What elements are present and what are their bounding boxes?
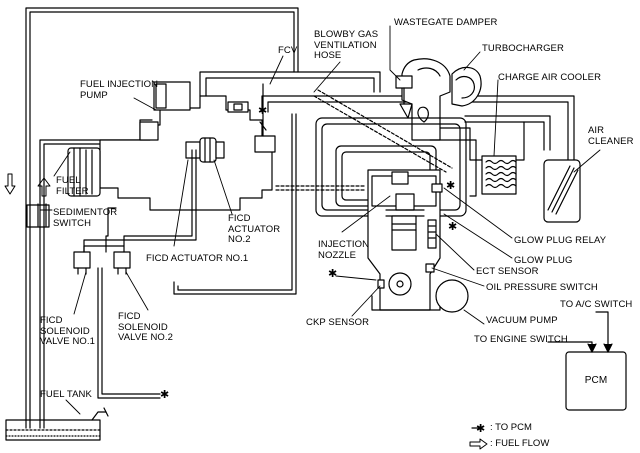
label-turbocharger: TURBOCHARGER — [482, 43, 564, 54]
fuel-tank — [5, 407, 109, 441]
air-cleaner — [543, 159, 581, 223]
label-sedimentor-switch: SEDIMENTOR SWITCH — [53, 207, 118, 229]
label-ect-sensor: ECT SENSOR — [476, 266, 539, 277]
label-ficd-solenoid-1: FICD SOLENOID VALVE NO.1 — [40, 315, 96, 347]
asterisk-glow-plug-relay-icon: ✱ — [446, 180, 456, 192]
blowby-hose — [275, 89, 453, 191]
legend-symbols — [469, 427, 488, 450]
legend-asterisk-icon: ✱ — [476, 423, 486, 435]
fuel-injection-pump — [67, 81, 273, 211]
legend-to-pcm: : TO PCM — [490, 422, 532, 433]
label-blowby-hose: BLOWBY GAS VENTILATION HOSE — [314, 29, 379, 61]
label-oil-pressure-switch: OIL PRESSURE SWITCH — [486, 282, 598, 293]
asterisk-ckp-sensor-icon: ✱ — [328, 268, 338, 280]
fuel-leak-line — [173, 113, 297, 295]
label-air-cleaner: AIR CLEANER — [588, 125, 634, 147]
label-to-ac-switch: TO A/C SWITCH — [560, 299, 633, 310]
label-ficd-solenoid-2: FICD SOLENOID VALVE NO.2 — [118, 311, 174, 343]
vacuum-pump — [435, 279, 469, 313]
charge-air-cooler — [439, 121, 525, 195]
label-ficd-actuator-2: FICD ACTUATOR NO.2 — [228, 213, 281, 245]
label-glow-plug-relay: GLOW PLUG RELAY — [514, 235, 607, 246]
label-pcm: PCM — [584, 375, 608, 386]
label-wastegate-damper: WASTEGATE DAMPER — [394, 17, 498, 28]
engine-block — [367, 169, 443, 311]
fcv-valve — [254, 83, 276, 153]
legend-fuel-flow: : FUEL FLOW — [490, 438, 550, 449]
ficd-solenoid-valves — [73, 149, 197, 399]
label-to-engine-switch: TO ENGINE SWITCH — [474, 334, 568, 345]
asterisk-ect-sensor-icon: ✱ — [448, 221, 458, 233]
label-fuel-injection-pump: FUEL INJECTION PUMP — [80, 79, 159, 101]
label-fcv: FCV — [278, 45, 298, 56]
glow-plug-relay-box — [431, 183, 443, 193]
leader-lines — [39, 25, 601, 415]
asterisk-fcv-icon: ✱ — [258, 105, 268, 117]
label-fuel-tank: FUEL TANK — [40, 389, 92, 400]
label-ckp-sensor: CKP SENSOR — [306, 317, 370, 328]
ficd-actuators — [185, 137, 225, 163]
fuel-flow-arrow-icon — [4, 173, 51, 197]
turbocharger — [395, 58, 482, 141]
label-fuel-filter: FUEL FILTER — [56, 175, 89, 197]
label-vacuum-pump: VACUUM PUMP — [486, 315, 558, 326]
asterisk-ficd-solenoid-icon: ✱ — [160, 389, 170, 401]
label-charge-air-cooler: CHARGE AIR COOLER — [498, 72, 602, 83]
sedimentor-switch-box — [26, 204, 50, 228]
label-glow-plug: GLOW PLUG — [514, 255, 573, 266]
fuel-return-line — [25, 7, 299, 429]
pcm-unit — [547, 311, 627, 411]
label-ficd-actuator-1: FICD ACTUATOR NO.1 — [146, 253, 249, 264]
label-injection-nozzle: INJECTION NOZZLE — [318, 239, 370, 261]
intake-pipes — [199, 71, 575, 161]
